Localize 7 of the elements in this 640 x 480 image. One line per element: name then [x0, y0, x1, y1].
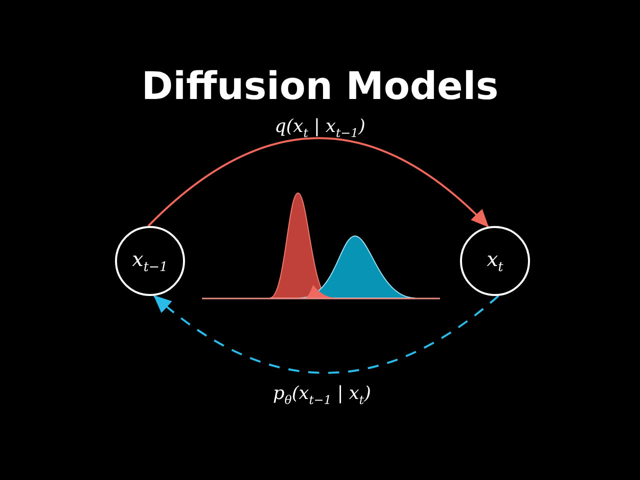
edge-label: q(x$_{t}$ | x$_{t−1}$): [274, 116, 366, 140]
state-label: x$_{t}$: [486, 247, 504, 275]
state-label: x$_{t−1}$: [132, 247, 168, 275]
arrow: [148, 137, 489, 228]
edge-label: p$_{θ}$(x$_{t−1}$ | x$_{t}$): [273, 383, 371, 407]
title: Diffusion Models: [140, 64, 500, 108]
arrow: [153, 294, 500, 374]
